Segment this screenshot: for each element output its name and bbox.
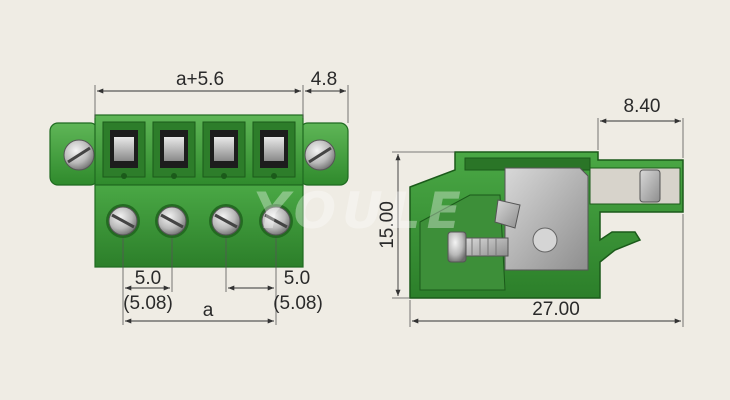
watermark-logo: YOULE bbox=[253, 182, 467, 240]
dim-15-00: 15.00 bbox=[377, 201, 398, 249]
dim-8-40: 8.40 bbox=[624, 96, 661, 117]
right-flange-screw bbox=[304, 139, 336, 171]
wire-entry-1 bbox=[102, 121, 146, 179]
side-contact-hole bbox=[532, 227, 558, 253]
wire-entry-2 bbox=[152, 121, 196, 179]
dim-right-pitch: 5.0 bbox=[284, 268, 310, 289]
dim-left-pitch-alt: (5.08) bbox=[123, 293, 173, 314]
side-view: 8.40 15.00 27.00 bbox=[377, 96, 684, 327]
wire-entry-4 bbox=[252, 121, 296, 179]
side-pin bbox=[639, 169, 661, 203]
dim-27-00: 27.00 bbox=[532, 299, 580, 320]
front-view: a+5.6 4.8 5.0 (5.08) 5.0 (5.08) a bbox=[49, 69, 349, 325]
dim-left-pitch: 5.0 bbox=[135, 268, 161, 289]
clamp-screw-1 bbox=[106, 204, 140, 238]
side-wire-channel bbox=[589, 167, 681, 205]
clamp-screw-2 bbox=[155, 204, 189, 238]
clamp-screw-3 bbox=[209, 204, 243, 238]
dim-right-pitch-alt: (5.08) bbox=[273, 293, 323, 314]
wire-entry-3 bbox=[202, 121, 246, 179]
dim-a-plus-5-6: a+5.6 bbox=[176, 69, 224, 90]
dim-a: a bbox=[203, 300, 214, 321]
clamp-screw-4 bbox=[259, 204, 293, 238]
dim-flange-4-8: 4.8 bbox=[311, 69, 337, 90]
side-clamp-screw bbox=[447, 231, 509, 263]
front-dimension-lines bbox=[94, 85, 349, 325]
left-flange-screw bbox=[63, 139, 95, 171]
side-dimension-lines bbox=[392, 118, 684, 327]
